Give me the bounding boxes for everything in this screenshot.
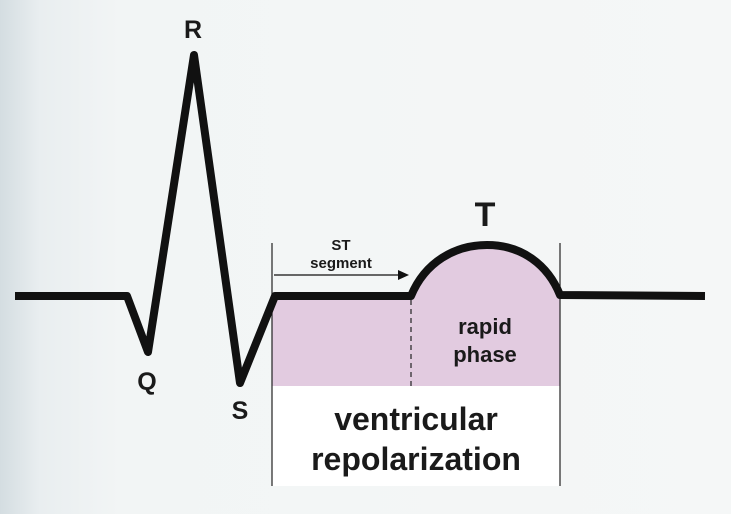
repolarization-label-box	[272, 386, 560, 486]
st-segment-label-line2: segment	[310, 255, 372, 272]
repolarization-label-line1: ventricular	[334, 401, 498, 437]
r-wave-label: R	[184, 16, 202, 44]
t-wave-shaded-region	[411, 245, 560, 386]
t-wave-label: T	[475, 196, 496, 234]
s-wave-label: S	[232, 397, 249, 425]
st-shaded-region	[272, 298, 411, 386]
st-segment-label-line1: ST	[331, 237, 350, 254]
ecg-trace	[15, 51, 706, 387]
rapid-phase-label-line1: rapid	[458, 314, 512, 339]
st-segment-arrow-head	[398, 270, 409, 280]
rapid-phase-label-line2: phase	[453, 342, 517, 367]
q-wave-label: Q	[137, 368, 156, 396]
repolarization-label-line2: repolarization	[311, 441, 521, 477]
